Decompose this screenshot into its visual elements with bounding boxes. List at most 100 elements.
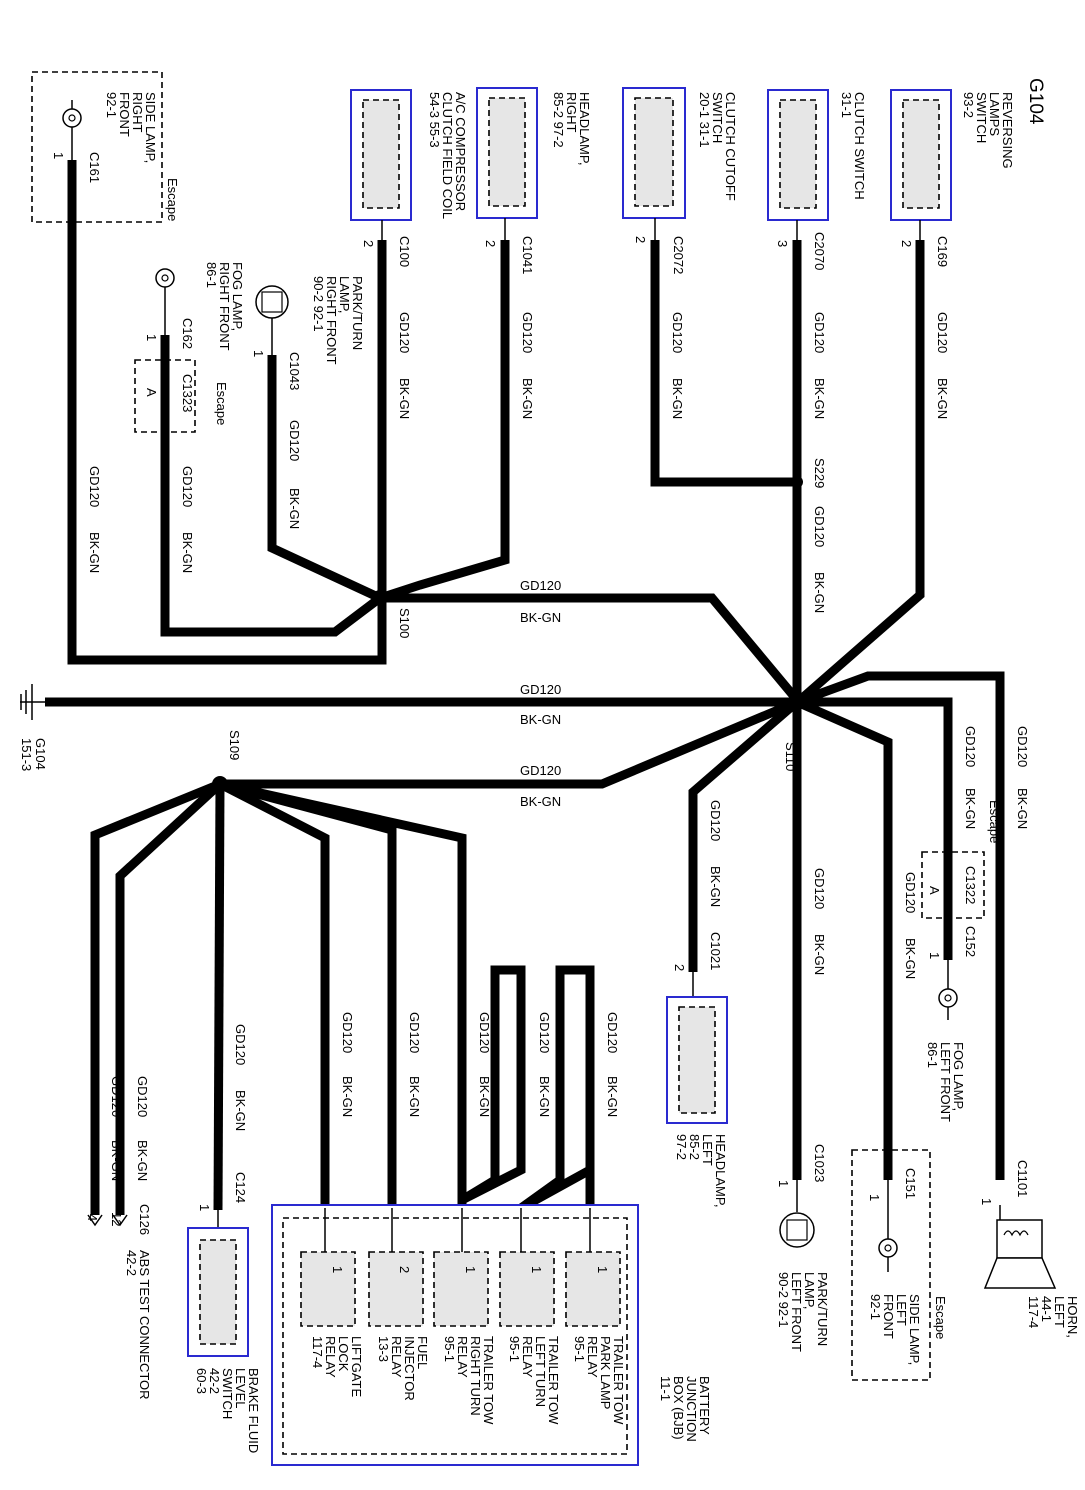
horn-ref-1: 44-1	[1039, 1296, 1054, 1322]
reversing-label-2: LAMPS	[987, 92, 1002, 136]
relay-fuel-label-3: RELAY	[389, 1336, 404, 1378]
component-headlamp-right	[476, 87, 538, 240]
circuit-label: GD120	[407, 1012, 422, 1053]
relay-right-ref: 95-1	[442, 1336, 457, 1362]
relay-right-label-3: RELAY	[455, 1336, 470, 1378]
brake-fluid-label-3: SWITCH	[220, 1368, 235, 1419]
relay-park-label-2: PARK LAMP	[598, 1336, 613, 1409]
side-right-label-1: SIDE LAMP,	[143, 92, 158, 163]
relay-left-label-1: TRAILER TOW	[546, 1336, 561, 1425]
clutch-switch-label: CLUTCH SWITCH	[852, 92, 867, 200]
circuit-label: GD120	[812, 312, 827, 353]
circuit-label: GD120	[670, 312, 685, 353]
circuit-label: GD120	[477, 1012, 492, 1053]
relay-park-pin: 1	[595, 1266, 610, 1273]
circuit-label: GD120	[605, 1012, 620, 1053]
circuit-label: GD120	[812, 506, 827, 547]
wire-fog-right	[160, 335, 383, 637]
brake-fluid-connector: C124	[233, 1172, 248, 1203]
wire-park-right	[267, 355, 382, 603]
lamp-icon-fog-left	[938, 960, 958, 1020]
fog-right-label-2: RIGHT FRONT	[217, 262, 232, 351]
reversing-connector: C169	[935, 236, 950, 267]
ground-ref: 151-3	[19, 738, 34, 771]
headlamp-right-label-2: RIGHT	[564, 92, 579, 133]
circuit-label: GD120	[340, 1012, 355, 1053]
component-reversing-switch	[890, 89, 952, 240]
splice-s229-dot	[791, 476, 803, 488]
wire-abs-4	[90, 779, 222, 1215]
c1323-escape-note: Escape	[214, 382, 229, 425]
color-label: BK-GN	[935, 378, 950, 419]
headlamp-right-label-1: HEADLAMP,	[577, 92, 592, 165]
brake-fluid-label-2: LEVEL	[233, 1368, 248, 1408]
brake-fluid-ref-2: 60-3	[194, 1368, 209, 1394]
reversing-label-3: SWITCH	[974, 92, 989, 143]
circuit-label: GD120	[520, 763, 561, 778]
relay-park-ref: 95-1	[572, 1336, 587, 1362]
relay-left-ref: 95-1	[507, 1336, 522, 1362]
clutch-cutoff-connector: C2072	[671, 236, 686, 274]
clutch-cutoff-pin: 2	[633, 236, 648, 243]
side-left-label-1: SIDE LAMP,	[907, 1294, 922, 1365]
fog-left-label-2: LEFT FRONT	[938, 1042, 953, 1122]
relay-fuel-label-1: FUEL	[415, 1336, 430, 1369]
abs-pin-12: 12	[109, 1212, 124, 1226]
brake-fluid-pin: 1	[197, 1204, 212, 1211]
fog-right-ref: 86-1	[204, 262, 219, 288]
color-label: BK-GN	[87, 532, 102, 573]
splice-s100-label: S100	[397, 608, 412, 638]
side-right-connector: C161	[87, 152, 102, 183]
circuit-label: GD120	[180, 466, 195, 507]
color-label: BK-GN	[963, 788, 978, 829]
relay-left-label-3: RELAY	[520, 1336, 535, 1378]
color-label: BK-GN	[812, 572, 827, 613]
park-left-label-2: LAMP,	[802, 1272, 817, 1309]
c1322-pin: A	[927, 886, 942, 895]
circuit-label: GD120	[537, 1012, 552, 1053]
headlamp-left-label-1: HEADLAMP,	[713, 1134, 728, 1207]
park-left-label-3: LEFT FRONT	[789, 1272, 804, 1352]
color-label: BK-GN	[605, 1076, 620, 1117]
brake-fluid-ref-1: 42-2	[207, 1368, 222, 1394]
component-ac-compressor	[350, 89, 412, 240]
ground-label: G104	[33, 738, 48, 770]
circuit-label: GD120	[397, 312, 412, 353]
horn-icon	[983, 1205, 1057, 1289]
abs-pin-4: 4	[85, 1214, 100, 1221]
relay-liftgate-ref: 117-4	[310, 1336, 325, 1368]
circuit-label: GD120	[935, 312, 950, 353]
relay-park-label-1: TRAILER TOW	[611, 1336, 626, 1425]
reversing-label-1: REVERSING	[1000, 92, 1015, 169]
bjb-label-3: BOX (BJB)	[671, 1376, 686, 1440]
side-right-pin: 1	[51, 152, 66, 159]
clutch-cutoff-label-2: SWITCH	[710, 92, 725, 143]
headlamp-left-ref-1: 85-2	[687, 1134, 702, 1160]
color-label: BK-GN	[397, 378, 412, 419]
circuit-label: GD120	[87, 466, 102, 507]
fog-left-connector: C152	[963, 926, 978, 957]
bulb-icon-park-left	[779, 1180, 815, 1248]
clutch-cutoff-label-1: CLUTCH CUTOFF	[723, 92, 738, 201]
wire-s110-s109	[220, 697, 799, 789]
relay-right-pin: 1	[463, 1266, 478, 1273]
brake-fluid-label-1: BRAKE FLUID	[246, 1368, 261, 1453]
component-headlamp-left	[666, 972, 728, 1124]
relay-fuel-label-2: INJECTOR	[402, 1336, 417, 1401]
escape-area-c1322	[921, 851, 985, 919]
ac-compressor-pin: 2	[361, 240, 376, 247]
wire-brake-fluid	[213, 783, 225, 1211]
color-label: BK-GN	[812, 934, 827, 975]
circuit-label: GD120	[708, 800, 723, 841]
ac-compressor-connector: C100	[397, 236, 412, 267]
side-left-label-3: FRONT	[881, 1294, 896, 1339]
headlamp-right-connector: C1041	[520, 236, 535, 274]
circuit-label: GD120	[109, 1076, 124, 1117]
splice-s109-dot	[212, 776, 228, 792]
relay-liftgate-label-2: LOCK	[336, 1336, 351, 1372]
color-label: BK-GN	[1015, 788, 1030, 829]
side-left-ref: 92-1	[868, 1294, 883, 1320]
horn-label-2: LEFT	[1052, 1296, 1067, 1328]
component-bjb	[271, 1204, 639, 1466]
